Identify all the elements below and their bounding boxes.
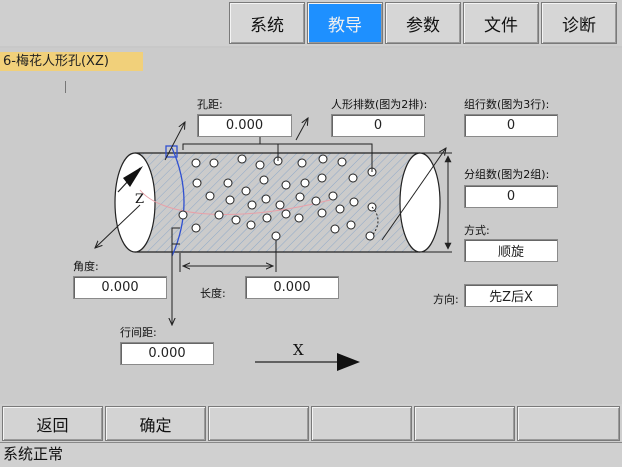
mode-label: 方式: — [464, 224, 490, 237]
mode-field[interactable]: 顺旋 — [464, 239, 558, 262]
direction-field[interactable]: 先Z后X — [464, 284, 558, 307]
softkey-4[interactable] — [311, 406, 412, 441]
length-field[interactable]: 0.000 — [245, 276, 339, 299]
top-menu-bar: 系统 教导 参数 文件 诊断 — [0, 0, 622, 46]
hole-pattern-diagram: Z X — [0, 48, 452, 371]
direction-label: 方向: — [433, 293, 459, 306]
tab-system[interactable]: 系统 — [229, 2, 305, 44]
softkey-5[interactable] — [414, 406, 515, 441]
z-axis-label: Z — [135, 192, 144, 207]
panel-title: 6-梅花人形孔(XZ) — [0, 52, 143, 71]
cursor-mark — [65, 81, 66, 93]
tab-diagnostics[interactable]: 诊断 — [541, 2, 617, 44]
x-axis-label: X — [293, 341, 304, 359]
group-count-field[interactable]: 0 — [464, 185, 558, 208]
group-count-label: 分组数(图为2组): — [464, 168, 550, 181]
status-bar: 系统正常 — [0, 442, 622, 467]
softkey-3[interactable] — [208, 406, 309, 441]
tab-teach[interactable]: 教导 — [307, 2, 383, 44]
softkey-bar: 返回 确定 — [0, 404, 622, 442]
back-button[interactable]: 返回 — [2, 406, 103, 441]
start-curve — [171, 147, 185, 257]
group-rows-label: 组行数(图为3行): — [464, 98, 550, 111]
confirm-button[interactable]: 确定 — [105, 406, 206, 441]
person-rows-field[interactable]: 0 — [331, 114, 425, 137]
group-rows-field[interactable]: 0 — [464, 114, 558, 137]
row-pitch-label: 行间距: — [120, 326, 157, 339]
cylinder-right-end — [399, 152, 441, 253]
tab-files[interactable]: 文件 — [463, 2, 539, 44]
length-label: 长度: — [200, 287, 226, 300]
person-rows-label: 人形排数(图为2排): — [331, 98, 428, 111]
angle-field[interactable]: 0.000 — [73, 276, 167, 299]
tool-path — [139, 189, 331, 215]
start-marker — [165, 145, 178, 158]
angle-label: 角度: — [73, 260, 99, 273]
hole-group — [178, 154, 377, 241]
hole-pitch-label: 孔距: — [197, 98, 223, 111]
softkey-6[interactable] — [517, 406, 620, 441]
row-pitch-field[interactable]: 0.000 — [120, 342, 214, 365]
hole-pitch-field[interactable]: 0.000 — [197, 114, 292, 137]
tab-parameters[interactable]: 参数 — [385, 2, 461, 44]
